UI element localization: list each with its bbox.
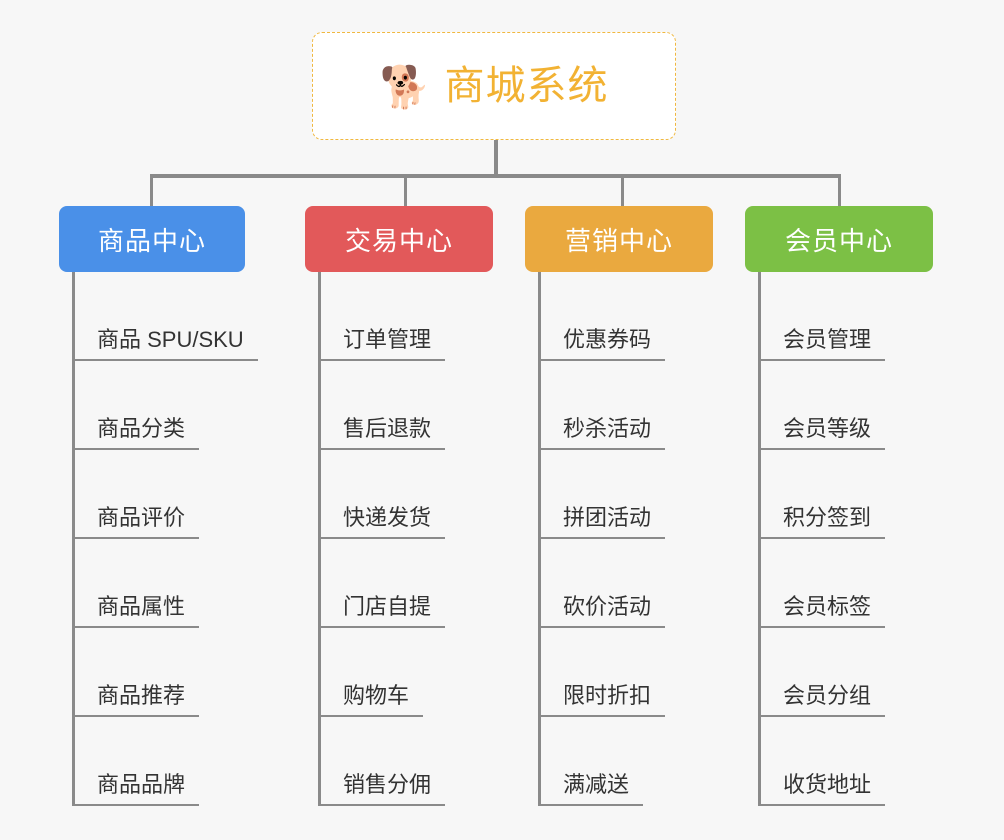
leaf-item[interactable]: 商品 SPU/SKU [75,272,289,361]
branch-header-1[interactable]: 商品中心 [59,206,245,272]
leaf-item[interactable]: 优惠券码 [541,272,755,361]
leaf-item[interactable]: 会员等级 [761,361,975,450]
leaf-item[interactable]: 收货地址 [761,717,975,806]
leaf-label: 商品评价 [97,504,186,530]
leaf-label: 满减送 [563,771,630,797]
leaf-item[interactable]: 限时折扣 [541,628,755,717]
leaf-list-2: 订单管理 售后退款 快递发货 门店自提 购物车 销售分佣 [318,272,535,806]
root-title: 商城系统 [444,64,609,108]
branch-营销中心: 营销中心 优惠券码 秒杀活动 拼团活动 砍价活动 限时折扣 满减送 [525,206,755,806]
leaf-label: 积分签到 [783,504,872,530]
leaf-list-4: 会员管理 会员等级 积分签到 会员标签 会员分组 收货地址 [758,272,975,806]
branch-header-2[interactable]: 交易中心 [305,206,493,272]
leaf-label: 秒杀活动 [563,415,652,441]
connector-drop-branch-2 [404,174,407,208]
leaf-label: 快递发货 [343,504,432,530]
connector-horizontal-bus [150,174,841,178]
leaf-label: 会员标签 [783,593,872,619]
leaf-list-1: 商品 SPU/SKU 商品分类 商品评价 商品属性 商品推荐 商品品牌 [72,272,289,806]
leaf-item[interactable]: 秒杀活动 [541,361,755,450]
leaf-label: 订单管理 [343,326,432,352]
connector-root-stem [494,140,498,177]
leaf-label: 会员管理 [783,326,872,352]
leaf-item[interactable]: 会员分组 [761,628,975,717]
leaf-label: 会员等级 [783,415,872,441]
leaf-label: 优惠券码 [563,326,652,352]
leaf-item[interactable]: 销售分佣 [321,717,535,806]
leaf-label: 会员分组 [783,682,872,708]
leaf-label: 商品分类 [97,415,186,441]
leaf-item[interactable]: 快递发货 [321,450,535,539]
leaf-item[interactable]: 会员管理 [761,272,975,361]
leaf-label: 商品推荐 [97,682,186,708]
connector-drop-branch-4 [838,174,841,208]
leaf-item[interactable]: 售后退款 [321,361,535,450]
leaf-item[interactable]: 会员标签 [761,539,975,628]
leaf-item[interactable]: 商品评价 [75,450,289,539]
leaf-label: 销售分佣 [343,771,432,797]
leaf-label: 门店自提 [343,593,432,619]
leaf-item[interactable]: 购物车 [321,628,535,717]
leaf-item[interactable]: 商品分类 [75,361,289,450]
leaf-item[interactable]: 积分签到 [761,450,975,539]
root-node[interactable]: 🐕 商城系统 [312,32,676,140]
leaf-item[interactable]: 砍价活动 [541,539,755,628]
leaf-item[interactable]: 商品属性 [75,539,289,628]
branch-交易中心: 交易中心 订单管理 售后退款 快递发货 门店自提 购物车 销售分佣 [305,206,535,806]
leaf-item[interactable]: 满减送 [541,717,755,806]
leaf-item[interactable]: 商品品牌 [75,717,289,806]
leaf-label: 拼团活动 [563,504,652,530]
leaf-label: 售后退款 [343,415,432,441]
leaf-label: 购物车 [343,682,410,708]
shiba-dog-face-icon: 🐕 [379,63,431,110]
branch-header-4[interactable]: 会员中心 [745,206,933,272]
leaf-label: 商品品牌 [97,771,186,797]
leaf-item[interactable]: 商品推荐 [75,628,289,717]
branch-商品中心: 商品中心 商品 SPU/SKU 商品分类 商品评价 商品属性 商品推荐 商品品牌 [59,206,289,806]
leaf-label: 收货地址 [783,771,872,797]
leaf-list-3: 优惠券码 秒杀活动 拼团活动 砍价活动 限时折扣 满减送 [538,272,755,806]
leaf-label: 商品属性 [97,593,186,619]
leaf-item[interactable]: 拼团活动 [541,450,755,539]
branch-会员中心: 会员中心 会员管理 会员等级 积分签到 会员标签 会员分组 收货地址 [745,206,975,806]
connector-drop-branch-3 [621,174,624,208]
leaf-item[interactable]: 订单管理 [321,272,535,361]
leaf-label: 限时折扣 [563,682,652,708]
connector-drop-branch-1 [150,174,153,208]
leaf-label: 商品 SPU/SKU [97,326,244,352]
branch-header-3[interactable]: 营销中心 [525,206,713,272]
leaf-label: 砍价活动 [563,593,652,619]
leaf-item[interactable]: 门店自提 [321,539,535,628]
